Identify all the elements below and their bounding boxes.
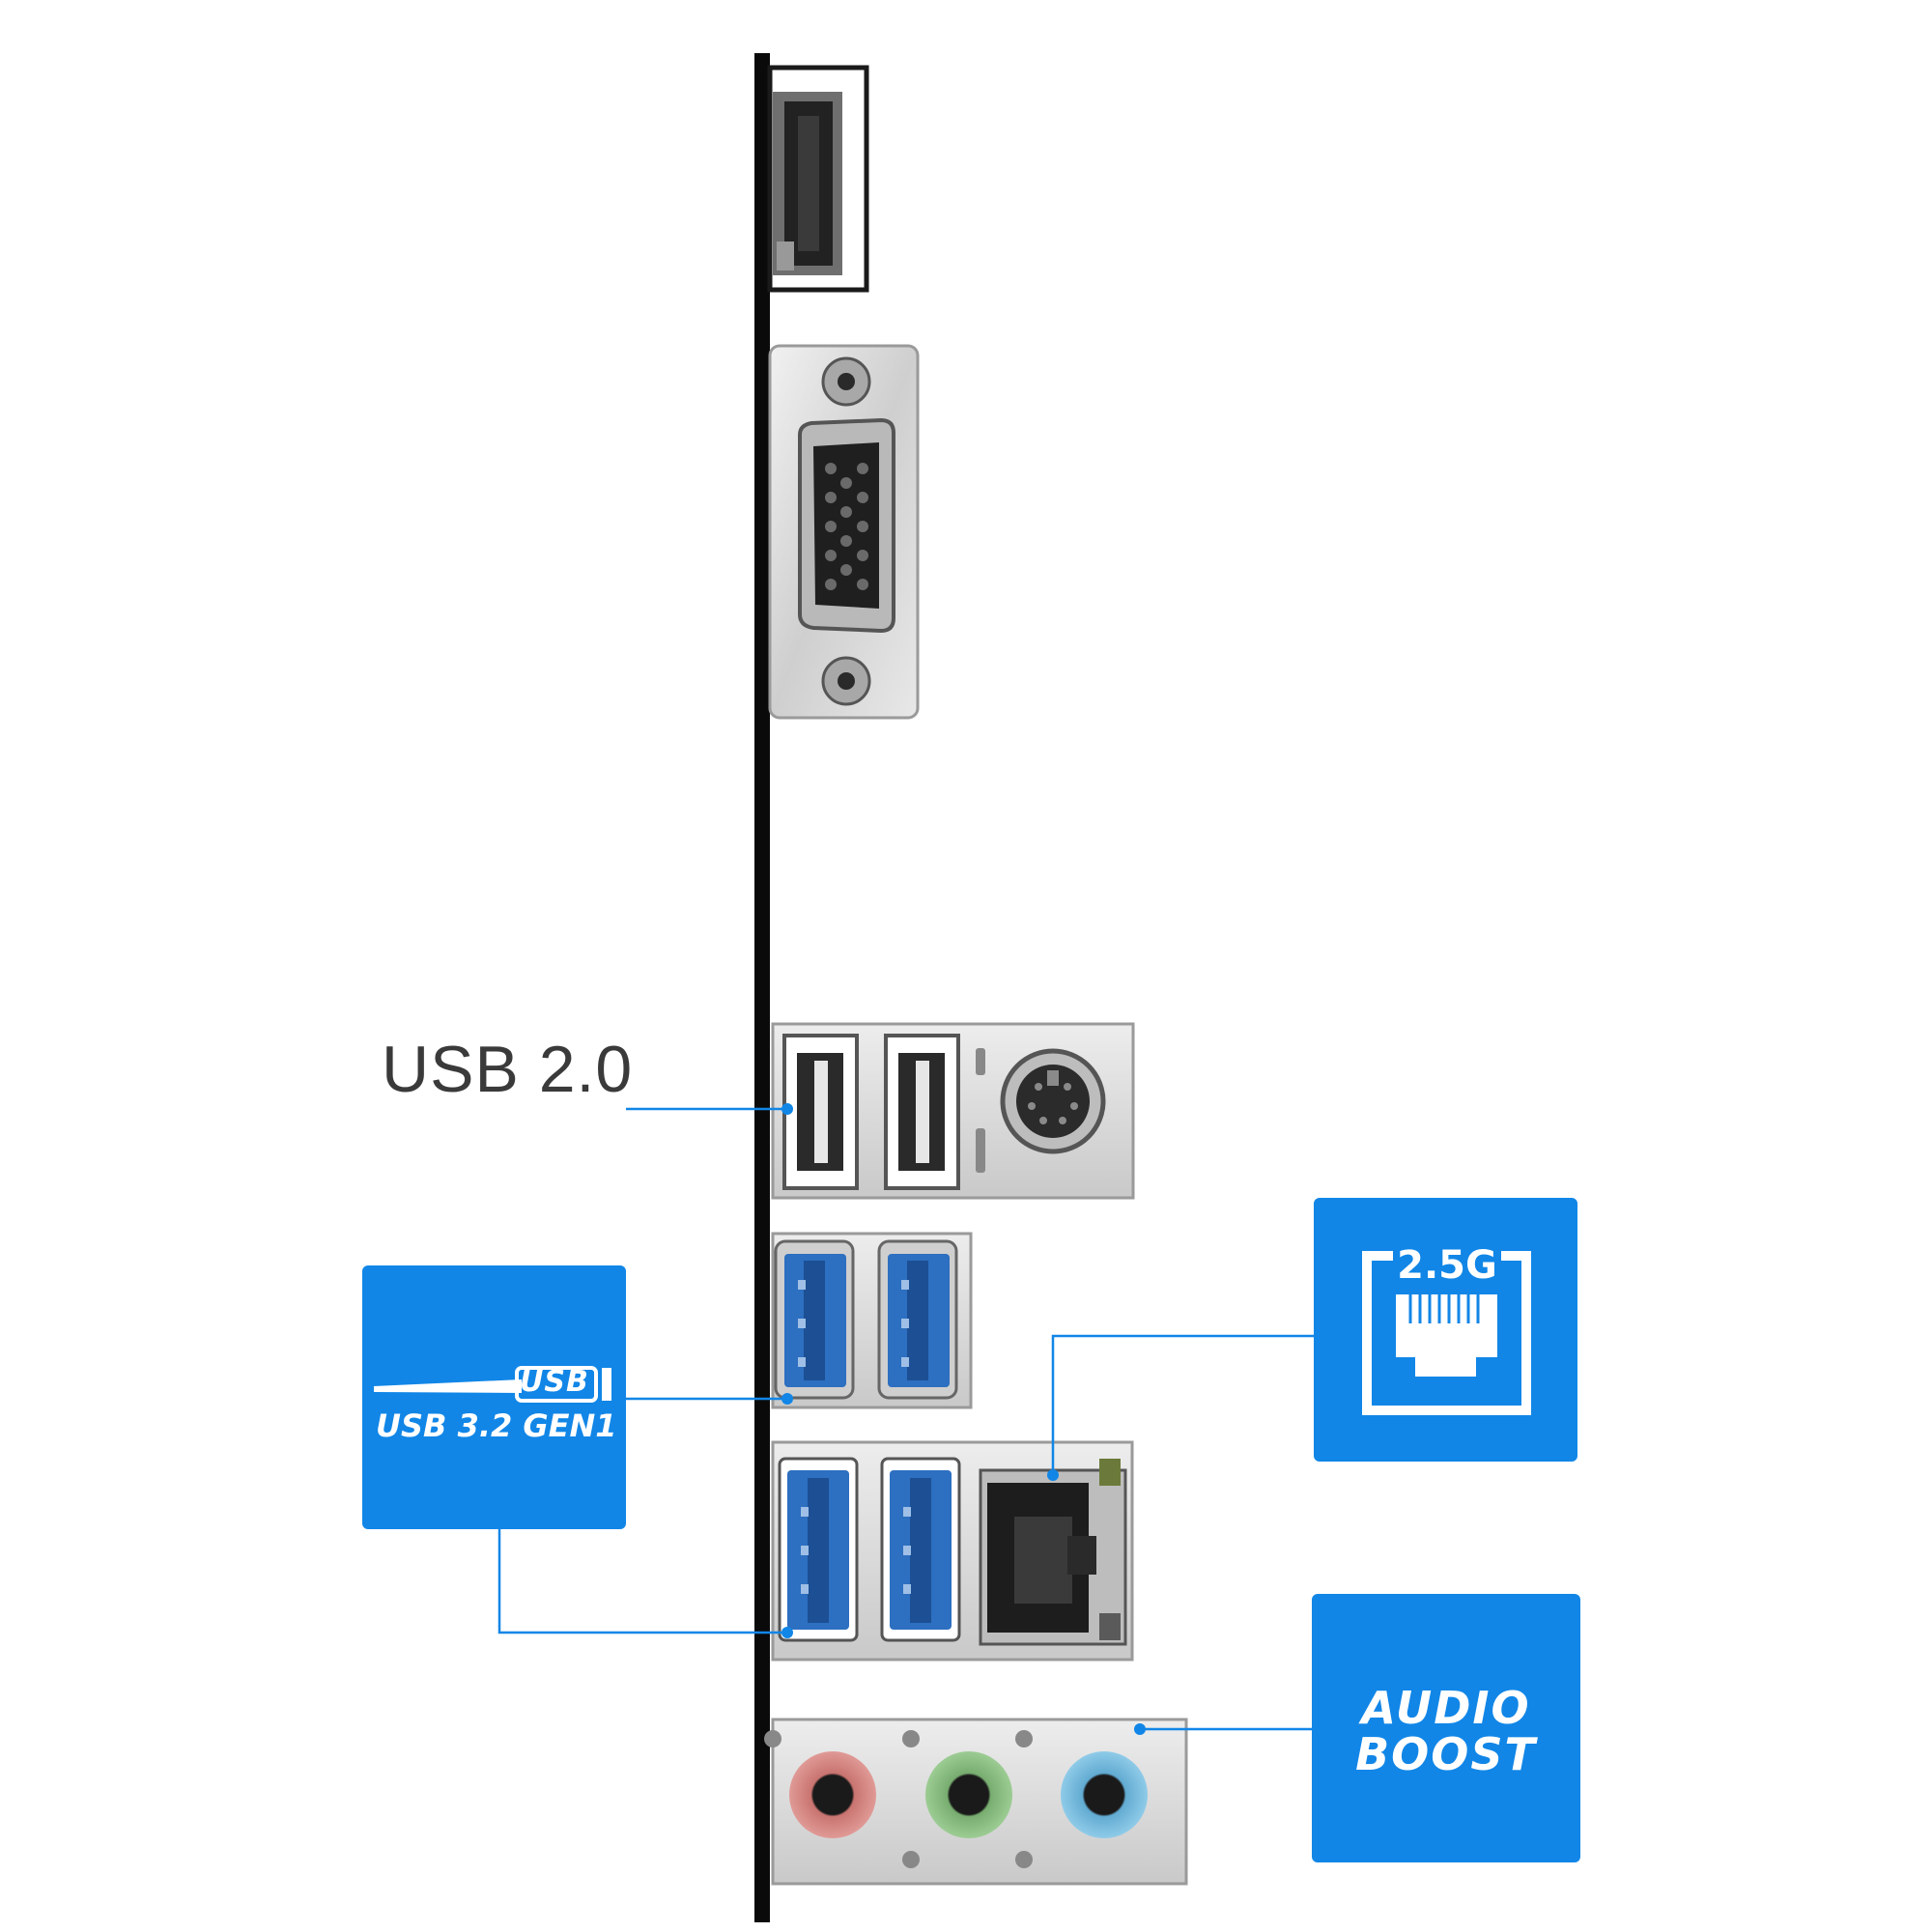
usb32-leader-bottom: [497, 1529, 787, 1634]
usb2-label: USB 2.0: [382, 1033, 634, 1106]
lan-port: [979, 1459, 1127, 1646]
lan-2-5g-badge: 2.5G: [1314, 1198, 1577, 1462]
usb-logo-text: USB: [520, 1365, 589, 1399]
usb-logo-icon: [374, 1366, 611, 1403]
lan-leader: [1051, 1334, 1314, 1475]
usb3-upper-block: [771, 1232, 973, 1409]
audio-boost-line1: AUDIO: [1361, 1682, 1531, 1734]
audio-block: [764, 1718, 1188, 1886]
ps2-port: [1000, 1048, 1106, 1154]
audio-jack-pink: [789, 1751, 876, 1838]
ethernet-port-icon: [1362, 1251, 1531, 1415]
vga-port: [768, 344, 920, 720]
audio-jack-blue: [1061, 1751, 1148, 1838]
usb2-ps2-block: [771, 1022, 1135, 1200]
audio-boost-line2: BOOST: [1355, 1728, 1537, 1780]
usb3-lan-block: [771, 1440, 1134, 1662]
usb32-gen1-badge: USB USB 3.2 GEN1: [362, 1265, 626, 1529]
audio-jack-green: [925, 1751, 1012, 1838]
lan-speed-label: 2.5G: [1393, 1244, 1501, 1287]
audio-boost-badge: AUDIO BOOST: [1312, 1594, 1580, 1862]
io-shield-bar: [754, 53, 770, 1922]
usb32-gen1-label: USB 3.2 GEN1: [376, 1407, 617, 1444]
hdmi-port: [767, 65, 869, 293]
